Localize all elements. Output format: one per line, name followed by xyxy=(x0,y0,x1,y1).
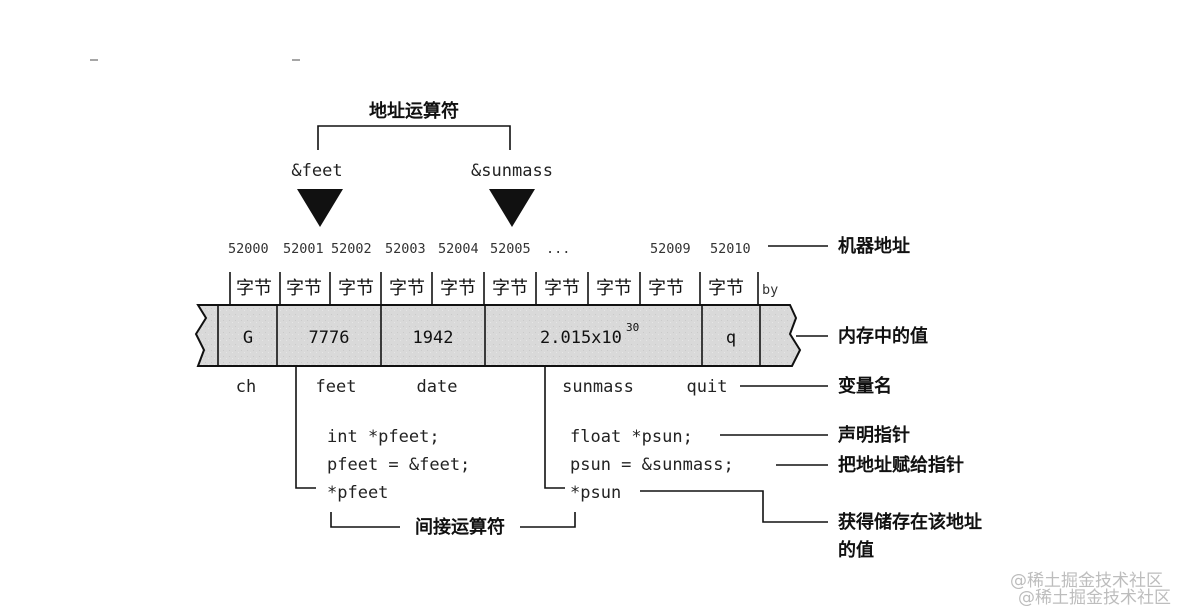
machine-address-label: 机器地址 xyxy=(838,235,910,257)
sunmass-connector xyxy=(544,366,565,489)
code-float-declaration: float *psun; xyxy=(570,427,693,447)
byte-label: 字节 xyxy=(544,278,580,299)
indirection-bracket-right xyxy=(520,512,576,528)
sunmass-pointer-triangle xyxy=(489,189,535,227)
watermark-text-shadow: @稀土掘金技术社区 xyxy=(1018,588,1171,608)
code-int-declaration: int *pfeet; xyxy=(327,427,440,447)
byte-label: 字节 xyxy=(708,278,744,299)
memory-cell-ch: G xyxy=(243,328,253,348)
variable-name-label: 变量名 xyxy=(838,375,892,397)
memory-cell-sunmass: 2.015x10 xyxy=(540,328,622,348)
byte-label-row: 字节 字节 字节 字节 字节 字节 字节 字节 字节 字节 by xyxy=(229,272,778,305)
address-52002: 52002 xyxy=(331,241,372,257)
code-int-assignment: pfeet = &feet; xyxy=(327,455,470,475)
byte-label: 字节 xyxy=(286,278,322,299)
watermark-text: @稀土掘金技术社区 xyxy=(1010,571,1163,591)
declare-pointer-label: 声明指针 xyxy=(837,424,910,446)
code-float-assignment: psun = &sunmass; xyxy=(570,455,734,475)
address-operator-bracket xyxy=(317,125,511,150)
byte-label: 字节 xyxy=(236,278,272,299)
byte-label: 字节 xyxy=(338,278,374,299)
address-52005: 52005 xyxy=(490,241,531,257)
feet-pointer-triangle xyxy=(297,189,343,227)
feet-connector xyxy=(295,366,316,489)
address-52010: 52010 xyxy=(710,241,751,257)
memory-cell-quit: q xyxy=(726,328,736,348)
indirection-bracket-left xyxy=(330,512,400,528)
machine-address-row: 52000 52001 52002 52003 52004 52005 ... … xyxy=(228,241,751,257)
variable-name-ch: ch xyxy=(236,377,256,397)
get-value-leader xyxy=(640,490,828,523)
byte-label: 字节 xyxy=(492,278,528,299)
variable-name-sunmass: sunmass xyxy=(562,377,634,397)
address-52001: 52001 xyxy=(283,241,324,257)
feet-address-operator: &feet xyxy=(291,161,342,181)
byte-label: 字节 xyxy=(648,278,684,299)
code-int-dereference: *pfeet xyxy=(327,483,388,503)
address-ellipsis: ... xyxy=(546,241,570,257)
address-52000: 52000 xyxy=(228,241,269,257)
memory-strip-body xyxy=(194,304,802,367)
assign-address-label: 把地址赋给指针 xyxy=(838,454,964,476)
memory-cell-sunmass-exponent: 30 xyxy=(626,321,639,334)
address-operator-label: 地址运算符 xyxy=(369,100,459,122)
indirection-operator-label: 间接运算符 xyxy=(415,516,505,538)
get-value-label-line2: 的值 xyxy=(838,539,874,561)
variable-name-feet: feet xyxy=(316,377,357,397)
byte-label: 字节 xyxy=(440,278,476,299)
code-float-dereference: *psun xyxy=(570,483,621,503)
address-52003: 52003 xyxy=(385,241,426,257)
address-52004: 52004 xyxy=(438,241,479,257)
value-in-memory-label: 内存中的值 xyxy=(838,325,928,347)
byte-label: 字节 xyxy=(596,278,632,299)
memory-cell-date: 1942 xyxy=(413,328,454,348)
sunmass-address-operator: &sunmass xyxy=(471,161,553,181)
address-52009: 52009 xyxy=(650,241,691,257)
byte-label-truncated: by xyxy=(762,282,778,298)
memory-cell-feet: 7776 xyxy=(309,328,350,348)
memory-strip: G 7776 1942 2.015x10 30 q xyxy=(194,304,802,367)
variable-name-date: date xyxy=(417,377,458,397)
get-value-label-line1: 获得储存在该地址 xyxy=(838,511,982,533)
variable-name-quit: quit xyxy=(687,377,728,397)
byte-label: 字节 xyxy=(389,278,425,299)
